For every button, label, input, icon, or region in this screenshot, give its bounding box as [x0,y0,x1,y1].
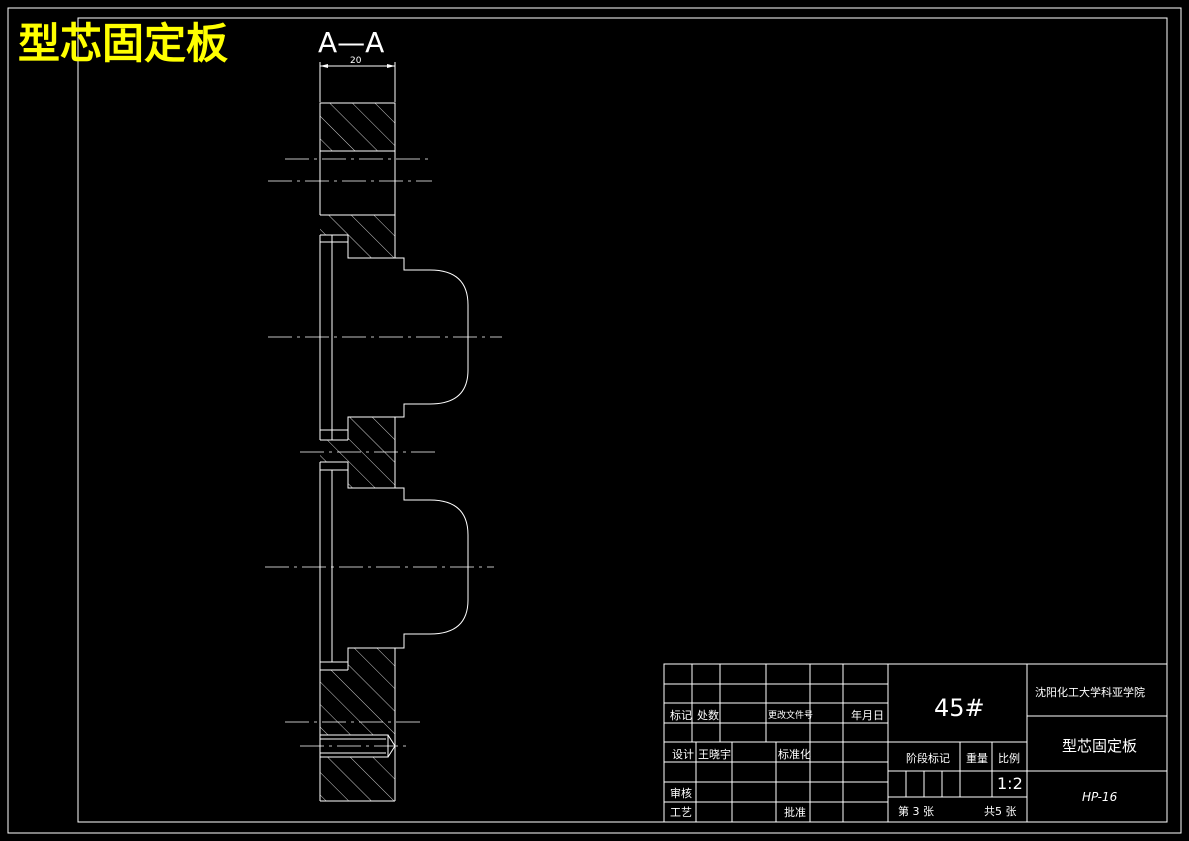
width-dimension: 20 [319,56,396,102]
header-mark: 标记 [670,708,692,722]
part-name: 型芯固定板 [1062,737,1137,755]
header-count: 处数 [697,709,719,722]
institution: 沈阳化工大学科亚学院 [1035,685,1145,699]
sheet-number: 第 3 张 [898,804,934,818]
section-view [265,102,502,802]
header-review: 审核 [670,786,692,800]
header-ratio: 比例 [998,751,1020,765]
header-stage-mark: 阶段标记 [906,751,950,765]
outer-sheet-border [7,7,1182,834]
drawing-frame [77,17,1168,823]
title-block: 标记 处数 更改文件号 年月日 设计 王晓宇 标准化 审核 工艺 批准 45# … [663,663,1168,823]
drawing-number: HP-16 [1082,790,1118,804]
scale: 1:2 [997,774,1023,793]
section-label: A—A [318,26,384,59]
header-weight: 重量 [966,751,988,765]
material: 45# [934,694,985,722]
dimension-value: 20 [350,56,362,66]
designer-name: 王晓宇 [698,748,731,761]
header-standardization: 标准化 [778,747,811,761]
header-date: 年月日 [851,708,884,722]
header-approve: 批准 [784,805,806,819]
total-sheets: 共5 张 [984,805,1017,818]
header-process: 工艺 [670,806,692,819]
drawing-title: 型芯固定板 [18,19,228,68]
header-design: 设计 [672,748,694,761]
header-change-doc: 更改文件号 [768,709,813,721]
